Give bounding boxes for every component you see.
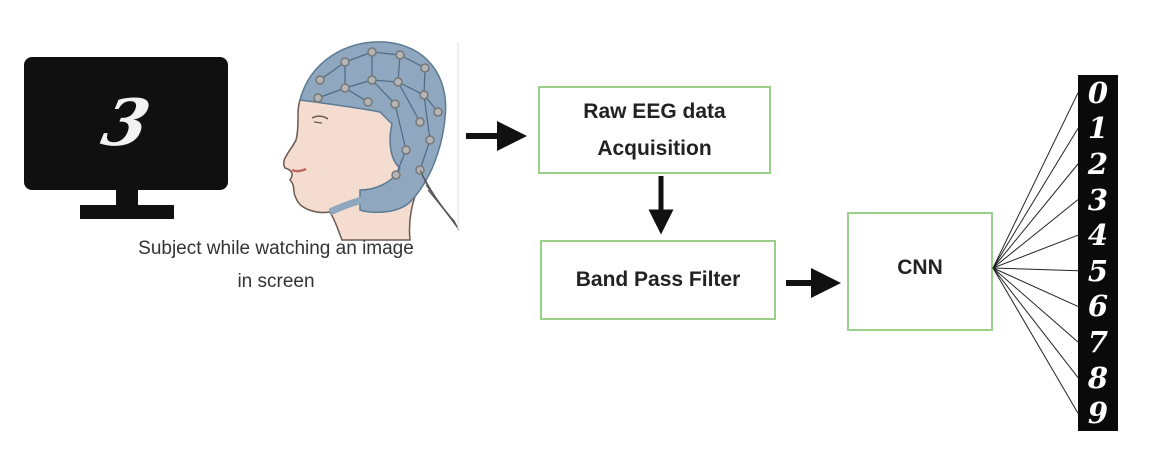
- eeg-wires: [419, 169, 460, 231]
- cnn-label: CNN: [897, 256, 943, 279]
- output-digit: 8: [1087, 360, 1109, 395]
- caption-line-1: Subject while watching an image: [138, 238, 414, 259]
- cnn-output-line: [992, 267, 1079, 378]
- output-digit: 7: [1087, 324, 1109, 359]
- band-pass-filter-box: Band Pass Filter: [540, 240, 776, 320]
- output-digit: 9: [1087, 396, 1109, 431]
- output-digit: 4: [1087, 218, 1109, 253]
- raw-eeg-label-1: Raw EEG data: [583, 100, 726, 123]
- subject-caption: Subject while watching an image in scree…: [90, 232, 462, 298]
- eeg-cap: [299, 41, 447, 214]
- raw-eeg-label-2: Acquisition: [597, 137, 712, 160]
- monitor-screen: 3: [24, 57, 228, 190]
- monitor-base: [80, 205, 174, 219]
- caption-line-2: in screen: [237, 271, 315, 292]
- output-digit: 1: [1087, 111, 1109, 146]
- cnn-output-line: [992, 267, 1079, 272]
- output-digit: 5: [1087, 253, 1109, 288]
- cnn-box: CNN: [847, 212, 993, 331]
- electrode-dots: [313, 47, 443, 180]
- output-digit: 6: [1087, 289, 1109, 324]
- cnn-output-line: [992, 92, 1079, 269]
- cnn-output-line: [992, 267, 1079, 414]
- cnn-output-line: [992, 267, 1079, 343]
- output-digit: 3: [1087, 182, 1109, 217]
- band-pass-label: Band Pass Filter: [575, 268, 741, 291]
- output-digit: 0: [1087, 75, 1109, 110]
- cnn-output-line: [992, 128, 1079, 269]
- cnn-output-line: [992, 163, 1079, 269]
- output-digits-column: 0 1 2 3 4 5 6 7 8 9: [1078, 75, 1118, 431]
- output-digit: 2: [1087, 146, 1109, 181]
- monitor-stand: [116, 190, 138, 206]
- cnn-output-line: [992, 267, 1079, 307]
- raw-eeg-box: Raw EEG data Acquisition: [538, 86, 771, 174]
- cnn-output-lines: [992, 92, 1079, 414]
- cnn-output-line: [992, 199, 1079, 269]
- cnn-output-line: [992, 234, 1079, 269]
